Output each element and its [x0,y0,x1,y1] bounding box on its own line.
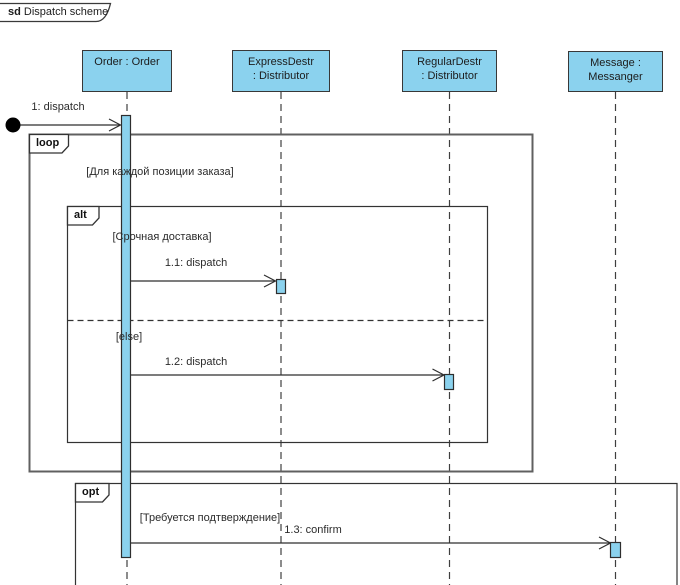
lifeline-label-line2: Messanger [588,71,643,83]
lifeline-header-order[interactable]: Order : Order [82,50,172,92]
opt-fragment-frame[interactable] [74,482,678,585]
frame-title-tab[interactable] [0,2,112,23]
frame-title: sd Dispatch scheme [8,6,108,18]
opt-guard[interactable]: [Требуется подтверждение] [139,512,281,524]
message-1-1-label[interactable]: 1.1: dispatch [164,257,228,269]
alt-fragment-frame[interactable] [66,205,489,444]
activation-order[interactable] [120,114,132,559]
loop-keyword[interactable]: loop [36,137,60,149]
activation-message[interactable] [609,541,622,559]
opt-keyword[interactable]: opt [82,486,100,498]
lifeline-header-regulardestr[interactable]: RegularDestr : Distributor [402,50,497,92]
lifeline-label-line1: Message : [590,57,641,69]
message-1-3-label[interactable]: 1.3: confirm [284,524,342,536]
activation-regulardestr[interactable] [443,373,455,391]
frame-keyword: sd [8,6,21,18]
loop-fragment-frame[interactable] [28,133,534,473]
loop-label-pentagon[interactable] [28,133,70,154]
message-1-2-label[interactable]: 1.2: dispatch [164,356,228,368]
lifeline-label-line2: : Distributor [421,70,478,82]
alt-else-guard[interactable]: [else] [115,331,143,343]
lifeline-header-message[interactable]: Message : Messanger [568,51,663,92]
lifeline-label-line2: : Distributor [252,70,310,82]
opt-label-pentagon[interactable] [74,482,110,503]
message-1-arrowhead-icon [108,118,122,132]
found-message-circle-icon[interactable] [5,117,21,133]
message-1-1-arrowhead-icon [263,274,277,288]
lifeline-label-line1: Order : Order [94,56,160,68]
alt-keyword[interactable]: alt [74,209,87,221]
lifeline-label-line1: ExpressDestr [247,56,315,68]
lifeline-header-expressdestr[interactable]: ExpressDestr : Distributor [232,50,330,92]
message-1-label[interactable]: 1: dispatch [31,101,85,113]
frame-name: Dispatch scheme [23,6,109,18]
activation-expressdestr[interactable] [275,278,287,295]
lifeline-label-line1: RegularDestr [417,56,482,68]
alt-label-pentagon[interactable] [66,205,100,226]
loop-guard[interactable]: [Для каждой позиции заказа] [86,166,234,178]
alt-guard[interactable]: [Срочная доставка] [112,231,212,243]
